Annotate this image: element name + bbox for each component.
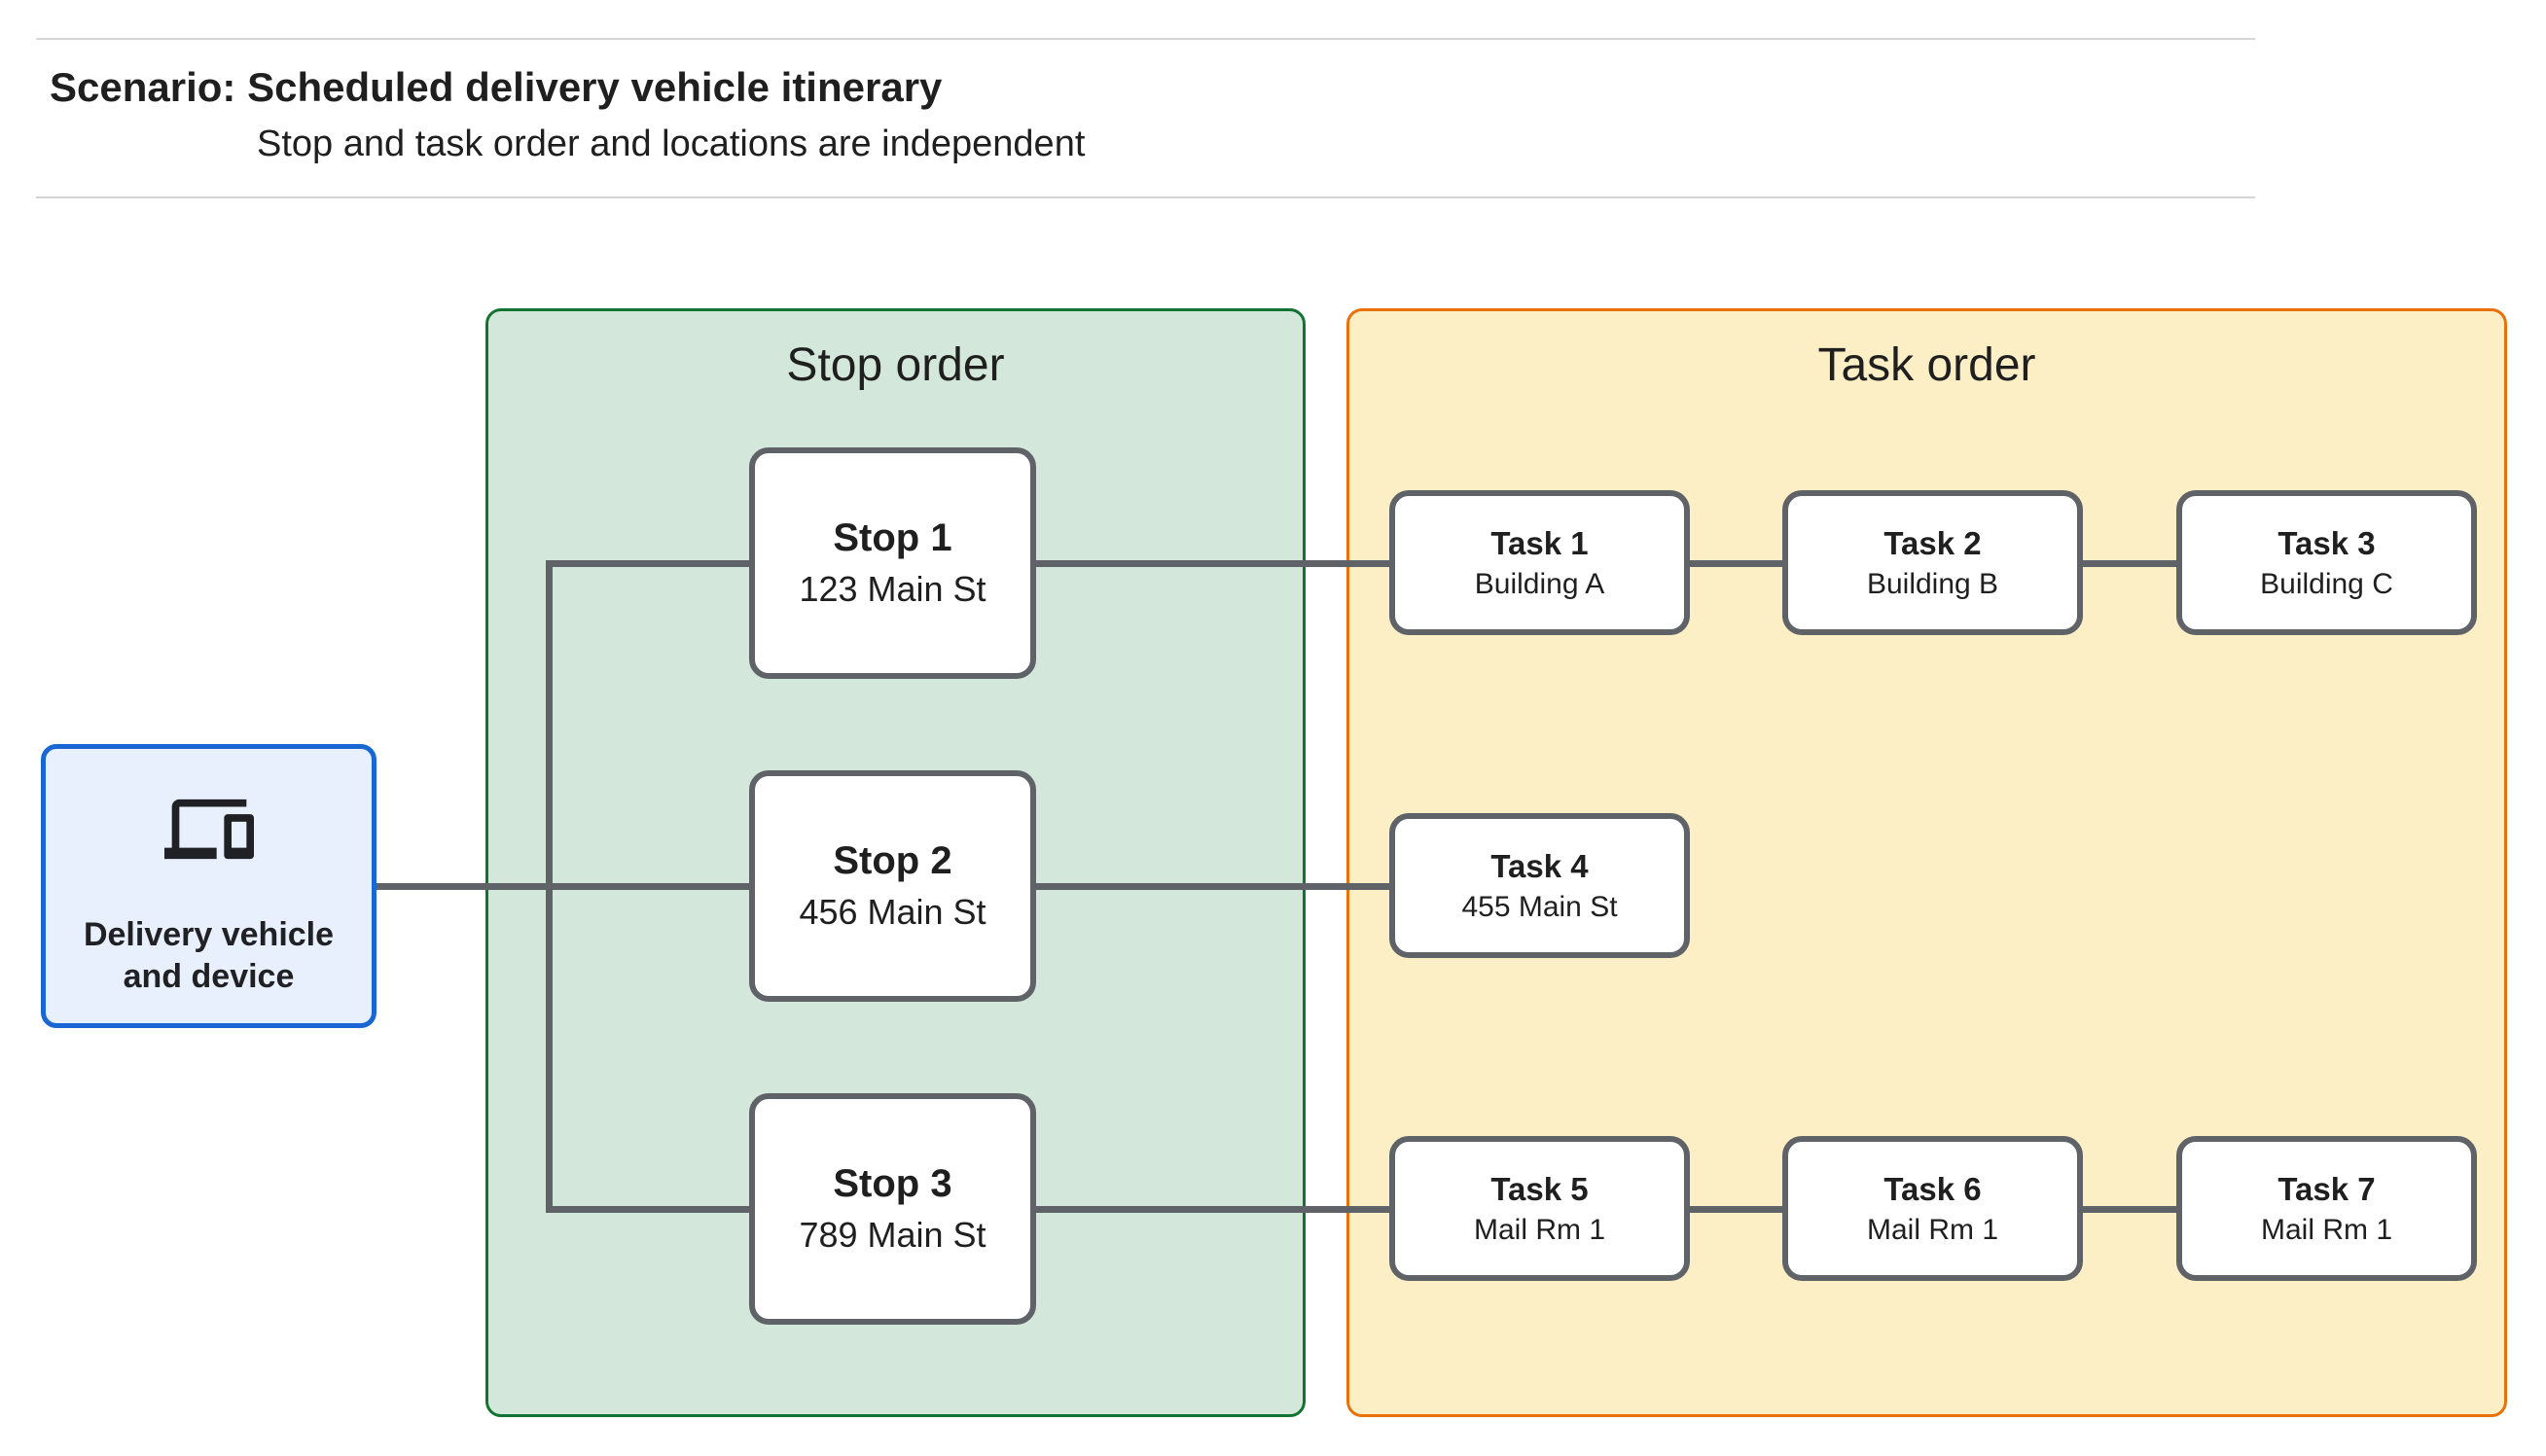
task-node-3: Task 3 Building C: [2176, 490, 2477, 635]
stop-location: 456 Main St: [799, 892, 986, 932]
task-title: Task 6: [1883, 1170, 1982, 1207]
delivery-vehicle-node: Delivery vehicle and device: [41, 744, 377, 1028]
task-node-1: Task 1 Building A: [1389, 490, 1690, 635]
stop-title: Stop 1: [833, 516, 952, 559]
delivery-vehicle-label: Delivery vehicle and device: [83, 916, 335, 996]
connector-task5-to-task6: [1688, 1206, 1784, 1213]
page-title: Scenario: Scheduled delivery vehicle iti…: [50, 64, 943, 110]
task-title: Task 7: [2277, 1170, 2376, 1207]
connector-trunk-to-stop1: [549, 560, 749, 567]
stop-location: 789 Main St: [799, 1215, 986, 1255]
header-divider-bottom: [36, 196, 2255, 198]
task-title: Task 5: [1490, 1170, 1589, 1207]
task-location: Mail Rm 1: [1866, 1213, 1998, 1246]
task-location: Mail Rm 1: [1473, 1213, 1605, 1246]
task-node-7: Task 7 Mail Rm 1: [2176, 1136, 2477, 1281]
task-node-6: Task 6 Mail Rm 1: [1782, 1136, 2083, 1281]
task-location: Mail Rm 1: [2260, 1213, 2392, 1246]
task-title: Task 3: [2277, 524, 2376, 561]
connector-task1-to-task2: [1688, 560, 1784, 567]
connector-stop2-to-task4: [1036, 883, 1389, 890]
connector-vehicle-to-stop2: [375, 883, 749, 890]
task-title: Task 2: [1883, 524, 1982, 561]
stop-node-3: Stop 3 789 Main St: [749, 1093, 1036, 1325]
task-title: Task 4: [1490, 847, 1589, 884]
stop-title: Stop 2: [833, 839, 952, 882]
stop-node-1: Stop 1 123 Main St: [749, 447, 1036, 679]
connector-task2-to-task3: [2081, 560, 2178, 567]
task-location: 455 Main St: [1461, 890, 1618, 923]
task-node-2: Task 2 Building B: [1782, 490, 2083, 635]
connector-task6-to-task7: [2081, 1206, 2178, 1213]
task-location: Building B: [1866, 567, 1999, 600]
task-location: Building A: [1474, 567, 1605, 600]
stop-title: Stop 3: [833, 1162, 952, 1205]
connector-stop3-to-task5: [1036, 1206, 1389, 1213]
stop-node-2: Stop 2 456 Main St: [749, 770, 1036, 1002]
connector-trunk-to-stop3: [549, 1206, 749, 1213]
task-node-4: Task 4 455 Main St: [1389, 813, 1690, 958]
devices-icon: [163, 799, 254, 860]
stop-order-panel-title: Stop order: [786, 339, 1005, 391]
page-subtitle: Stop and task order and locations are in…: [257, 124, 1086, 164]
task-title: Task 1: [1490, 524, 1589, 561]
task-order-panel-title: Task order: [1817, 339, 2036, 391]
task-node-5: Task 5 Mail Rm 1: [1389, 1136, 1690, 1281]
task-location: Building C: [2260, 567, 2393, 600]
stop-location: 123 Main St: [799, 569, 986, 609]
header-divider-top: [36, 38, 2255, 40]
connector-stop1-to-task1: [1036, 560, 1389, 567]
